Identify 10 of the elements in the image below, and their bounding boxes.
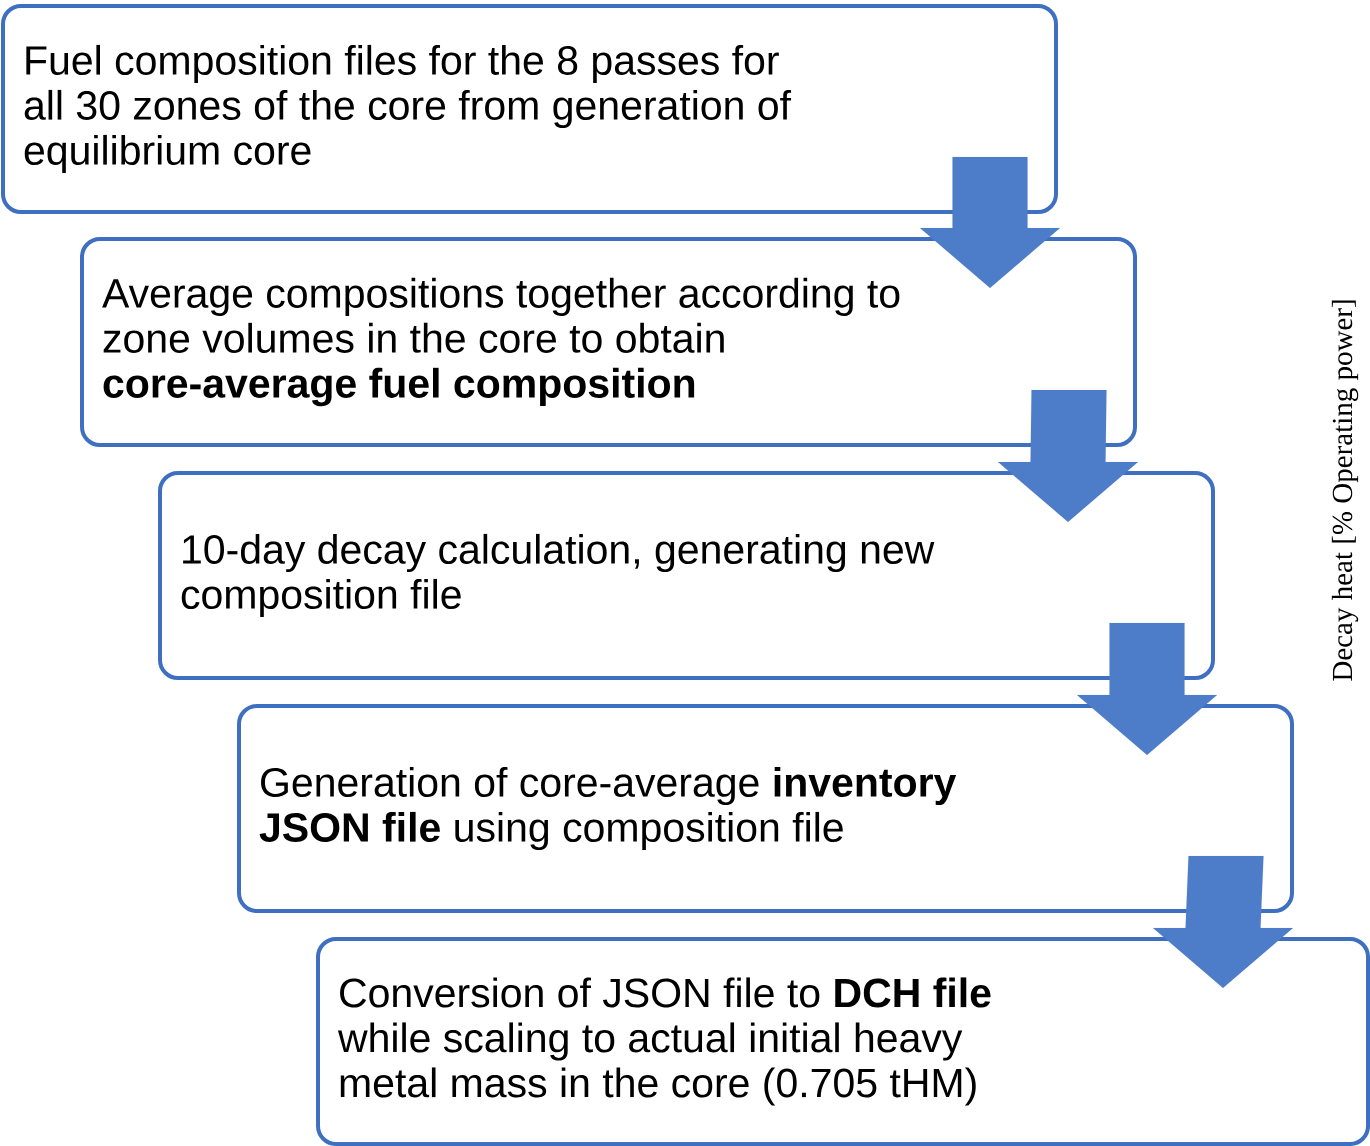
process-box: 10-day decay calculation, generating new composition file [158, 471, 1215, 680]
block-arrow [919, 156, 1061, 289]
block-arrow [1152, 855, 1294, 989]
block-arrow [1076, 622, 1218, 756]
process-box: Average compositions together according to zone volumes in the core to obtain core-average fuel composition [80, 237, 1137, 447]
axis-label: Decay heat [% Operating power] [1331, 300, 1359, 681]
process-box: Fuel composition files for the 8 passes for all 30 zones of the core from generation of equilibrium core [1, 4, 1058, 214]
process-box: Conversion of JSON file to DCH file while scaling to actual initial heavy metal mass in the core (0.705 tHM) [316, 937, 1370, 1146]
process-box: Generation of core-average inventory JSON file using composition file [237, 704, 1294, 913]
block-arrow [997, 389, 1139, 523]
